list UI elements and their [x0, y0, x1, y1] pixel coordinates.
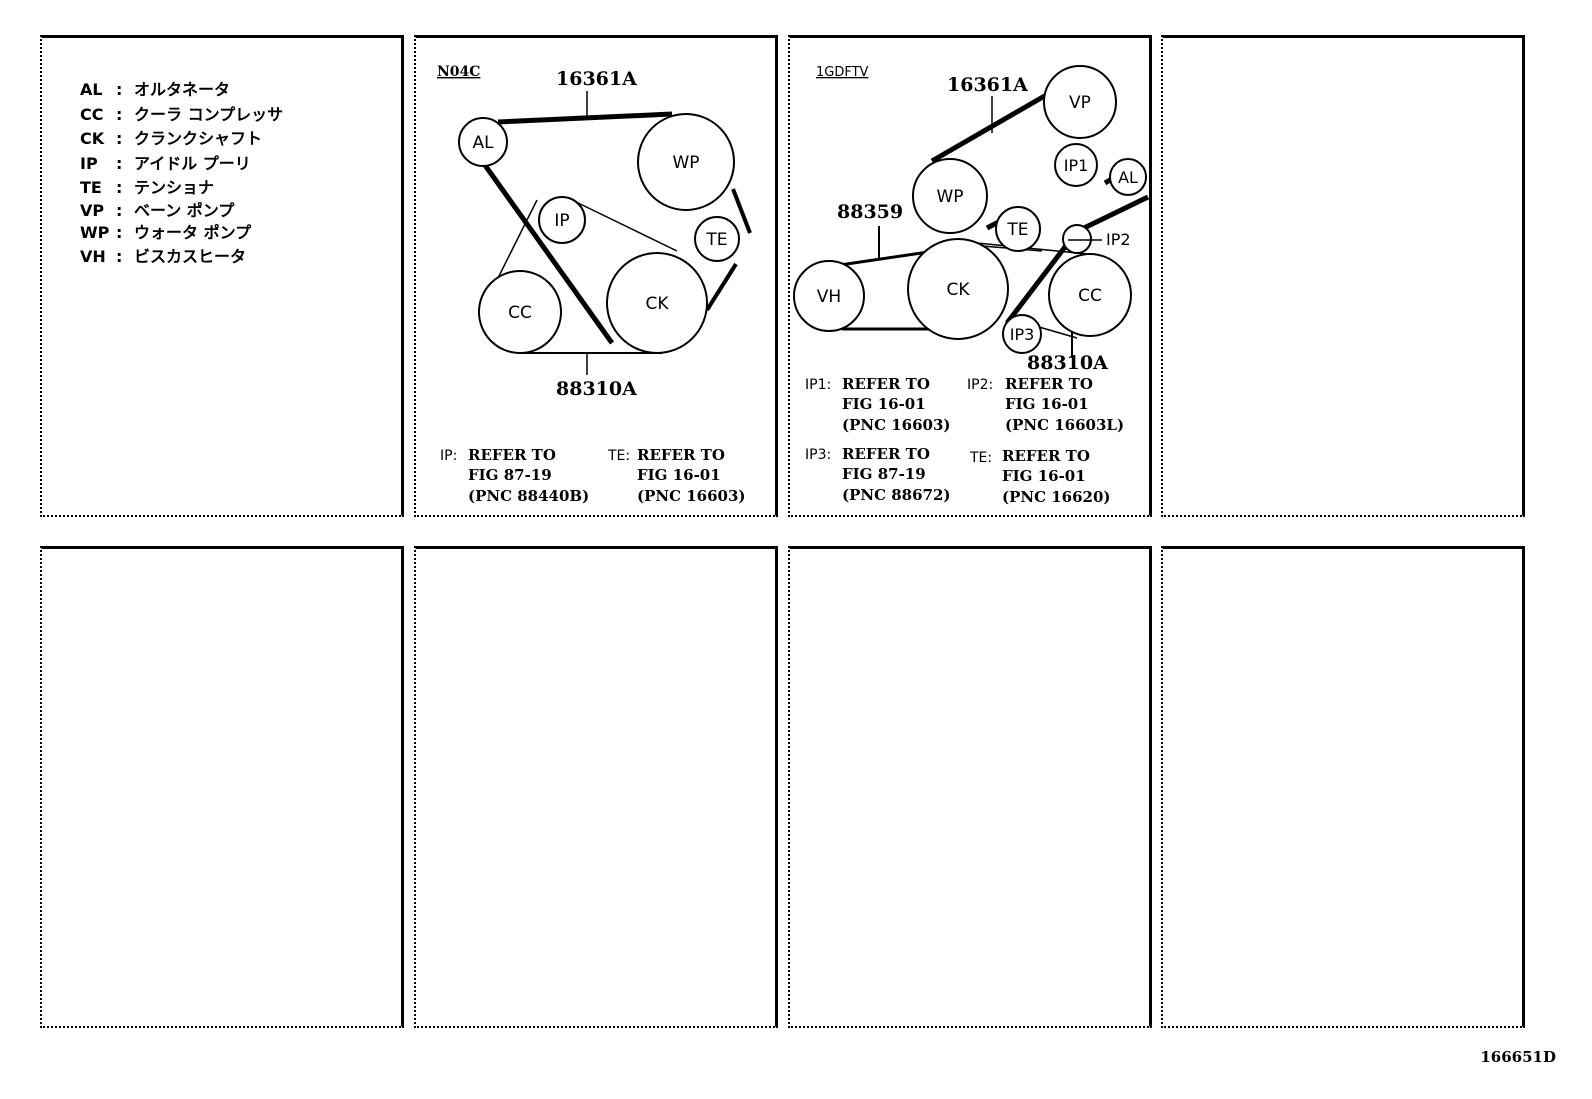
svg-text:IP1:: IP1: — [805, 377, 831, 393]
al-label: AL — [472, 133, 494, 153]
legend-item: VP:ベーン ポンプ — [80, 200, 235, 220]
al-label: AL — [1118, 168, 1138, 187]
abbreviation-legend: AL:オルタネータ CC:クーラ コンプレッサ CK:クランクシャフト IP:ア… — [80, 78, 283, 270]
engine-label: 1GDFTV — [816, 65, 869, 80]
wp-pulley — [912, 158, 988, 234]
svg-text:FIG 16-01: FIG 16-01 — [1005, 395, 1089, 413]
part-number-label: 16361A — [556, 68, 637, 90]
svg-text:(PNC 16603): (PNC 16603) — [842, 416, 951, 434]
svg-text:REFER TO: REFER TO — [637, 446, 725, 464]
legend-panel: AL:オルタネータ CC:クーラ コンプレッサ CK:クランクシャフト IP:ア… — [40, 35, 404, 517]
reference-note: TE: REFER TO FIG 16-01 (PNC 16603) — [607, 446, 746, 505]
svg-text:FIG 16-01: FIG 16-01 — [1002, 467, 1086, 485]
vh-label: VH — [817, 287, 841, 307]
reference-note: IP2: REFER TO FIG 16-01 (PNC 16603L) — [967, 375, 1124, 434]
svg-text:(PNC 16603): (PNC 16603) — [637, 487, 746, 505]
ip-pulley — [538, 196, 586, 244]
svg-text:IP3:: IP3: — [805, 447, 831, 463]
svg-text:TE:: TE: — [969, 450, 992, 466]
ip2-label: IP2 — [1106, 230, 1131, 249]
part-number-label: 88359 — [837, 201, 903, 223]
engine-label: N04C — [437, 64, 480, 80]
svg-text:FIG 87-19: FIG 87-19 — [468, 466, 552, 484]
part-number-label: 16361A — [947, 74, 1028, 96]
n04c-belt-diagram: N04C 16361A AL WP IP — [437, 64, 752, 505]
svg-text:IP2:: IP2: — [967, 377, 993, 393]
part-number-label: 88310A — [556, 378, 637, 400]
svg-text:FIG 16-01: FIG 16-01 — [637, 466, 721, 484]
wp-label: WP — [936, 187, 963, 207]
belt-88310a — [491, 199, 678, 354]
legend-item: VH:ビスカスヒータ — [80, 247, 247, 266]
al-pulley — [458, 117, 508, 167]
legend-item: CC:クーラ コンプレッサ — [80, 104, 284, 124]
empty-panel — [414, 546, 778, 1028]
ck-pulley — [606, 252, 708, 354]
empty-panel — [1161, 546, 1525, 1028]
reference-note: TE: REFER TO FIG 16-01 (PNC 16620) — [969, 447, 1111, 506]
svg-text:(PNC 88672): (PNC 88672) — [842, 486, 951, 504]
te-label: TE — [705, 230, 727, 250]
svg-text:IP:: IP: — [440, 448, 457, 464]
empty-panel — [1161, 35, 1525, 517]
te-pulley — [995, 206, 1041, 252]
cc-pulley — [1048, 253, 1132, 337]
svg-text:REFER TO: REFER TO — [842, 375, 930, 393]
te-label: TE — [1006, 220, 1028, 240]
1gdftv-belt-diagram: 1GDFTV 16361A 88359 — [793, 65, 1150, 506]
ip3-pulley — [1002, 314, 1042, 354]
legend-item: WP:ウォータ ポンプ — [80, 222, 252, 242]
svg-text:(PNC 16620): (PNC 16620) — [1002, 488, 1111, 506]
ck-pulley — [907, 238, 1009, 340]
svg-text:FIG 16-01: FIG 16-01 — [842, 395, 926, 413]
wp-pulley — [637, 113, 735, 211]
svg-text:REFER TO: REFER TO — [1005, 375, 1093, 393]
reference-note: IP: REFER TO FIG 87-19 (PNC 88440B) — [440, 446, 589, 505]
al-pulley — [1109, 158, 1147, 196]
empty-panel — [40, 546, 404, 1028]
figure-id: 166651D — [1480, 1048, 1556, 1066]
svg-text:(PNC 16603L): (PNC 16603L) — [1005, 416, 1124, 434]
ip1-pulley — [1054, 143, 1098, 187]
legend-item: TE:テンショナ — [80, 178, 215, 197]
cc-label: CC — [1078, 286, 1102, 306]
vp-pulley — [1043, 65, 1117, 139]
ip3-label: IP3 — [1010, 325, 1035, 344]
ip-label: IP — [554, 211, 569, 231]
1gdftv-belt-diagram-panel: 1GDFTV 16361A 88359 — [788, 35, 1152, 517]
n04c-belt-diagram-panel: N04C 16361A AL WP IP — [414, 35, 778, 517]
svg-text:REFER TO: REFER TO — [1002, 447, 1090, 465]
svg-text:FIG 87-19: FIG 87-19 — [842, 465, 926, 483]
legend-item: AL:オルタネータ — [80, 80, 231, 99]
ck-label: CK — [645, 294, 669, 314]
legend-item: CK:クランクシャフト — [80, 129, 263, 148]
svg-text:REFER TO: REFER TO — [842, 445, 930, 463]
vh-pulley — [793, 260, 865, 332]
belt-16361a — [479, 111, 752, 345]
vp-label: VP — [1069, 93, 1091, 113]
svg-text:(PNC 88440B): (PNC 88440B) — [468, 487, 589, 505]
part-number-label: 88310A — [1027, 352, 1108, 374]
te-pulley — [694, 216, 740, 262]
ck-label: CK — [946, 280, 970, 300]
reference-note: IP1: REFER TO FIG 16-01 (PNC 16603) — [805, 375, 951, 434]
svg-text:TE:: TE: — [607, 448, 630, 464]
cc-label: CC — [508, 303, 532, 323]
svg-text:REFER TO: REFER TO — [468, 446, 556, 464]
ip2-pulley — [1062, 224, 1092, 254]
cc-pulley — [478, 270, 562, 354]
ip1-label: IP1 — [1064, 156, 1089, 175]
legend-item: IP:アイドル プーリ — [80, 153, 251, 173]
reference-note: IP3: REFER TO FIG 87-19 (PNC 88672) — [805, 445, 951, 504]
empty-panel — [788, 546, 1152, 1028]
wp-label: WP — [672, 153, 699, 173]
